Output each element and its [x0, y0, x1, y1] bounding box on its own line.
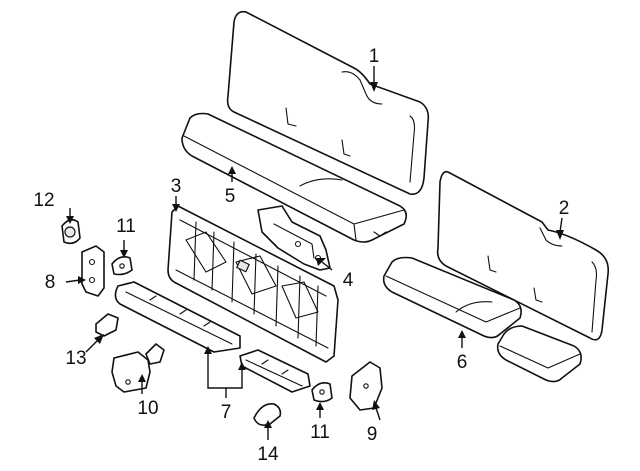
seat-rails: [114, 281, 311, 393]
callout-3: 3: [171, 176, 182, 197]
leader-lines: [65, 66, 564, 440]
callout-5: 5: [225, 186, 236, 207]
seat-back-left: [226, 10, 430, 195]
callout-1: 1: [369, 46, 380, 67]
knob: [61, 218, 81, 245]
callout-2: 2: [559, 198, 570, 219]
callout-8: 8: [45, 272, 56, 293]
side-bracket: [349, 361, 383, 411]
callout-11-lower: 11: [310, 422, 330, 443]
seat-back-right: [436, 170, 610, 341]
callout-13: 13: [65, 348, 86, 369]
clip: [95, 313, 119, 337]
latch-left: [111, 256, 133, 276]
cap: [253, 402, 282, 426]
callout-14: 14: [257, 444, 279, 465]
mount-bracket: [111, 343, 165, 393]
callout-labels: 1 2 3 4 5 6 7 8 9 10 11 11 12 13 14: [33, 46, 569, 465]
callout-11-upper: 11: [116, 216, 136, 237]
seat-cushion-right: [382, 256, 582, 383]
seat-frame: [167, 205, 339, 363]
callout-6: 6: [457, 352, 468, 373]
callout-10: 10: [137, 398, 158, 419]
callout-9: 9: [367, 424, 378, 445]
seat-cushion-left: [181, 112, 408, 243]
callout-4: 4: [343, 270, 354, 291]
latch-bottom: [311, 382, 333, 403]
callout-12: 12: [33, 190, 54, 211]
hinge-plate: [81, 245, 105, 297]
callout-7: 7: [221, 402, 232, 423]
